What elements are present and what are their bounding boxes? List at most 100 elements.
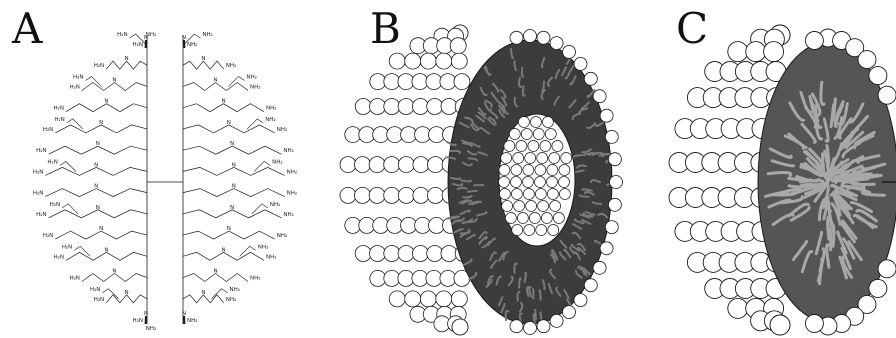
headgroup <box>355 99 371 115</box>
nitrogen-label: N <box>104 99 108 105</box>
headgroup <box>518 117 529 128</box>
headgroup <box>563 306 576 319</box>
headgroup <box>499 189 510 200</box>
headgroup <box>550 37 563 50</box>
nitrogen-label: N <box>182 35 186 41</box>
headgroup <box>420 53 436 69</box>
headgroup <box>355 187 371 203</box>
amine-label: H₂N <box>133 318 143 324</box>
nitrogen-label: N <box>232 162 236 168</box>
headgroup <box>345 217 361 233</box>
headgroup <box>584 72 597 85</box>
headgroup <box>405 291 421 307</box>
headgroup <box>537 153 548 164</box>
amine-label: H₂N <box>43 127 53 133</box>
headgroup <box>547 177 558 188</box>
headgroup <box>426 270 442 286</box>
amine-label: NH₂ <box>146 32 156 38</box>
headgroup <box>454 74 470 90</box>
headgroup <box>523 189 534 200</box>
headgroup <box>398 270 414 286</box>
amine-label: H₂N <box>94 63 104 69</box>
headgroup <box>559 177 570 188</box>
amine-label: H₂N <box>133 42 143 48</box>
headgroup <box>553 213 564 224</box>
headgroup <box>728 298 748 318</box>
headgroup <box>369 187 385 203</box>
nitrogen-label: N <box>227 120 231 126</box>
amine-label: NH₂ <box>226 297 236 303</box>
headgroup <box>398 157 414 173</box>
headgroup <box>510 320 523 333</box>
nitrogen-label: N <box>213 77 217 83</box>
headgroup <box>450 38 466 54</box>
amine-label: H₂N <box>43 233 53 239</box>
headgroup <box>412 246 428 262</box>
headgroup <box>384 270 400 286</box>
dendrimer-branch <box>183 252 264 260</box>
amine-label: NH₂ <box>272 159 282 165</box>
dendrimer-subbranch <box>240 246 256 256</box>
dendrimer-subbranch <box>102 289 118 299</box>
dendrimer-branch <box>66 252 147 260</box>
headgroup <box>398 74 414 90</box>
amine-label: H₂N <box>54 106 64 112</box>
headgroup <box>528 141 539 152</box>
amine-label: NH₂ <box>270 202 280 208</box>
dendrimer-branch <box>183 274 248 282</box>
nitrogen-label: N <box>125 56 129 62</box>
amine-label: NH₂ <box>250 84 260 90</box>
dendrimer-subbranch <box>85 76 101 86</box>
headgroup <box>499 177 510 188</box>
headgroup <box>384 99 400 115</box>
headgroup <box>355 157 371 173</box>
amine-label: H₂N <box>54 117 64 123</box>
nitrogen-label: N <box>232 184 236 190</box>
headgroup <box>370 246 386 262</box>
headgroup <box>427 99 443 115</box>
headgroup <box>499 165 510 176</box>
headgroup <box>593 261 606 274</box>
headgroup <box>370 270 386 286</box>
headgroup <box>536 225 547 236</box>
nitrogen-label: N <box>201 290 205 296</box>
headgroup <box>451 291 467 307</box>
amine-label: H₂N <box>62 244 72 250</box>
headgroup <box>600 242 613 255</box>
amine-label: H₂N <box>54 254 64 260</box>
nitrogen-label: N <box>99 120 103 126</box>
headgroup <box>427 246 443 262</box>
panel-micelle: C <box>630 0 896 338</box>
headgroup <box>370 74 386 90</box>
headgroup <box>384 157 400 173</box>
headgroup <box>384 74 400 90</box>
headgroup <box>530 117 541 128</box>
lipid-tail <box>461 181 471 182</box>
headgroup <box>355 246 371 262</box>
headgroup <box>529 213 540 224</box>
dendrimer-branch <box>55 125 147 133</box>
dendrimer-branch <box>183 295 224 303</box>
headgroup <box>452 319 468 335</box>
headgroup <box>524 30 537 43</box>
headgroup <box>608 198 621 211</box>
headgroup <box>413 157 429 173</box>
dendrimer-branch <box>106 295 147 303</box>
dendrimer-branch <box>45 167 147 175</box>
headgroup <box>511 165 522 176</box>
headgroup <box>428 157 444 173</box>
headgroup <box>549 153 560 164</box>
amine-label: NH₂ <box>266 106 276 112</box>
amine-label: H₂N <box>73 74 83 80</box>
headgroup <box>398 99 414 115</box>
dendrimer-branch <box>183 146 281 154</box>
headgroup <box>389 53 405 69</box>
amine-label: H₂N <box>69 276 79 282</box>
headgroup <box>509 129 520 140</box>
headgroup <box>805 315 823 333</box>
dendrimer-branch <box>55 231 147 239</box>
headgroup <box>412 99 428 115</box>
headgroup <box>524 225 535 236</box>
dendrimer-branch <box>183 83 248 91</box>
amine-label: H₂N <box>33 169 43 175</box>
